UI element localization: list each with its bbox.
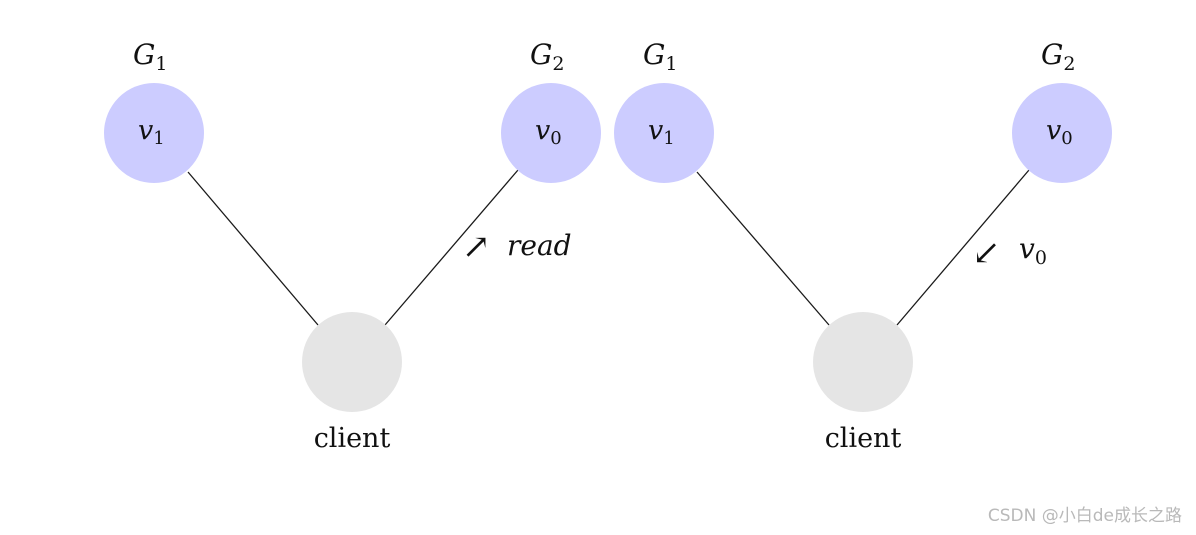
message-label-v0: v0: [1019, 232, 1047, 269]
value-label-g1: v1: [138, 115, 165, 149]
group-label-g2: G2: [530, 38, 564, 75]
value-label-g2: v0: [535, 115, 562, 149]
client-label: client: [825, 423, 902, 454]
group-label-g1: G1: [133, 38, 167, 75]
panel-read-request: G1 G2 v1 v0 client ↗ read: [104, 38, 601, 454]
client-node: [813, 312, 913, 412]
group-label-g2: G2: [1041, 38, 1075, 75]
server-node-g2: [1012, 83, 1112, 183]
value-label-g2: v0: [1046, 115, 1073, 149]
panel-read-response: G1 G2 v1 v0 client ↙ v0: [614, 38, 1112, 454]
edge-client-g2: [896, 169, 1030, 326]
server-node-g1: [614, 83, 714, 183]
edge-client-g2: [384, 169, 519, 326]
message-arrow-down-left-icon: ↙: [972, 233, 1001, 273]
value-label-g1: v1: [648, 115, 675, 149]
client-label: client: [314, 423, 391, 454]
edge-client-g1: [187, 171, 319, 326]
message-label-read: read: [507, 229, 572, 262]
edge-client-g1: [696, 171, 830, 326]
watermark: CSDN @小白de成长之路: [987, 506, 1182, 526]
group-label-g1: G1: [643, 38, 677, 75]
message-arrow-up-right-icon: ↗: [462, 227, 491, 267]
client-node: [302, 312, 402, 412]
server-node-g1: [104, 83, 204, 183]
server-node-g2: [501, 83, 601, 183]
